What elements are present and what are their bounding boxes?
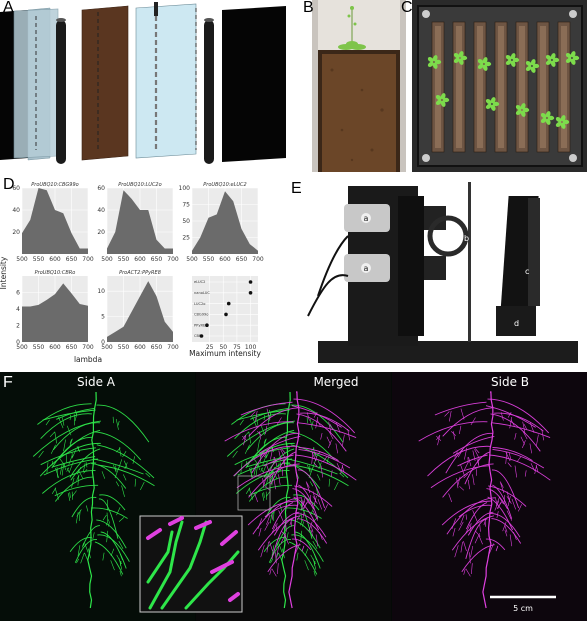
category-label: nanoLUC [194, 291, 210, 295]
y-tick-label: 50 [182, 218, 190, 225]
panel-c-letter: C [401, 0, 413, 17]
x-tick-label: 550 [118, 256, 130, 263]
y-tick-label: 20 [12, 229, 20, 236]
y-tick-label: 4 [16, 306, 20, 313]
y-tick-label: 25 [182, 235, 190, 242]
side-a-label: Side A [77, 375, 116, 389]
x-tick-label: 600 [49, 256, 61, 263]
side-b-label: Side B [491, 375, 529, 389]
rig-label-b: b [464, 234, 469, 243]
category-label: LUC2o [194, 302, 205, 306]
x-tick-label: 550 [33, 344, 45, 351]
category-label: eLUC2 [194, 280, 205, 284]
x-tick-label: 700 [82, 256, 94, 263]
panel-b-rhizotron-photo: B [312, 0, 406, 172]
y-tick-label: 60 [97, 185, 105, 192]
scatter-x-label: Maximum intensity [189, 349, 261, 358]
x-tick-label: 500 [16, 256, 28, 263]
panel-e-imaging-rig-photo: a a b c d E [288, 176, 587, 366]
data-point [249, 291, 253, 295]
panel-a-rhizotron-diagram: A [0, 0, 300, 170]
rig-label-c: c [525, 267, 529, 276]
data-point [249, 280, 253, 284]
x-tick-label: 650 [66, 344, 78, 351]
y-tick-label: 5 [101, 314, 105, 321]
y-tick-label: 10 [97, 288, 105, 295]
x-tick-label: 650 [151, 256, 163, 263]
rig-label-a1: a [364, 214, 369, 223]
x-tick-label: 550 [203, 256, 215, 263]
rig-label-d: d [514, 319, 519, 328]
data-point [205, 323, 209, 327]
x-axis-label: lambda [74, 355, 102, 364]
x-tick-label: 650 [66, 256, 78, 263]
chart-title: ProUBQ10:LUC2o [118, 182, 161, 188]
x-tick-label: 500 [101, 256, 113, 263]
x-tick-label: 500 [186, 256, 198, 263]
panel-c-top-view-photo: C [412, 0, 587, 172]
data-point [224, 313, 228, 317]
merged-label: Merged [313, 375, 358, 389]
panel-e-letter: E [291, 180, 302, 198]
x-tick-label: 600 [49, 344, 61, 351]
panel-d-letter: D [3, 176, 15, 194]
y-tick-label: 40 [12, 207, 20, 214]
data-point [200, 334, 204, 338]
scale-bar-label: 5 cm [513, 604, 533, 613]
panel-a-letter: A [3, 0, 14, 17]
rig-label-a2: a [364, 264, 369, 273]
x-tick-label: 500 [16, 344, 28, 351]
chart-2: ProUBQ10:LUC2o 20 40 60 500 550 600 650 700 [97, 182, 179, 263]
y-tick-label: 40 [97, 207, 105, 214]
y-tick-label: 75 [182, 202, 190, 209]
x-tick-label: 600 [134, 256, 146, 263]
chart-title: ProACT2:PPyRE8 [119, 270, 161, 276]
rhizotron-rails [432, 22, 570, 152]
x-tick-label: 550 [118, 344, 130, 351]
y-tick-label: 20 [97, 229, 105, 236]
data-point [227, 302, 231, 306]
chart-title: ProUBQ10:CBRo [35, 270, 76, 276]
x-tick-label: 650 [151, 344, 163, 351]
chart-title: ProUBQ10:eLUC2 [203, 182, 246, 188]
x-tick-label: 700 [167, 344, 179, 351]
panel-f-letter: F [3, 374, 13, 392]
chart-title: ProUBQ10:CBG99o [31, 182, 78, 188]
x-tick-label: 550 [33, 256, 45, 263]
x-tick-label: 700 [167, 256, 179, 263]
x-tick-label: 700 [82, 344, 94, 351]
y-tick-label: 2 [16, 323, 20, 330]
category-label: CBG99o [194, 313, 208, 317]
panel-b-letter: B [303, 0, 314, 17]
chart-3: ProUBQ10:eLUC2 25 50 75 100 500 550 600 650 700 [179, 182, 264, 263]
x-tick-label: 500 [101, 344, 113, 351]
x-tick-label: 700 [252, 256, 264, 263]
y-axis-label: Intensity [0, 256, 8, 289]
zoom-inset [140, 516, 242, 612]
x-tick-label: 650 [236, 256, 248, 263]
x-tick-label: 600 [134, 344, 146, 351]
x-tick-label: 600 [219, 256, 231, 263]
y-tick-label: 6 [16, 290, 20, 297]
y-tick-label: 100 [179, 185, 191, 192]
panel-f-root-images: Side A Merged Side B 5 cm F [0, 372, 587, 621]
